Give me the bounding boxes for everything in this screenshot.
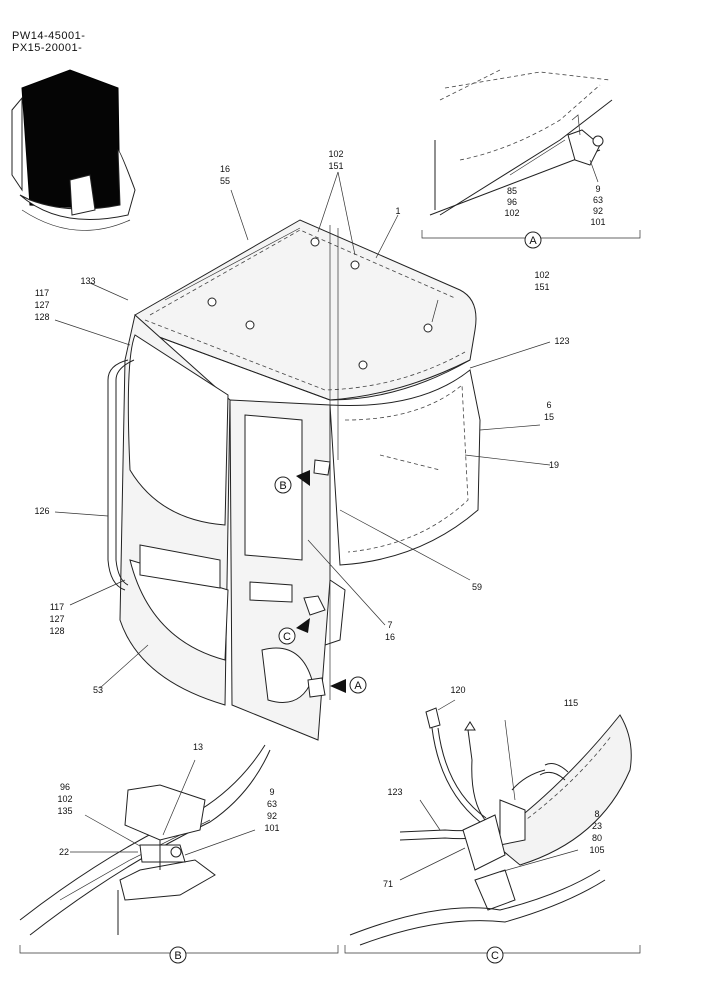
view-b-marker: B bbox=[279, 480, 286, 492]
detail-a-label-85: 85 bbox=[507, 186, 517, 196]
label-102-right: 102 bbox=[534, 270, 549, 280]
detail-b-label-22: 22 bbox=[59, 847, 69, 857]
label-128-bottom: 128 bbox=[49, 626, 64, 636]
detail-a-label-92: 92 bbox=[593, 206, 603, 216]
label-126: 126 bbox=[34, 506, 49, 516]
detail-b-label-13: 13 bbox=[193, 742, 203, 752]
view-c-title: C bbox=[491, 950, 499, 962]
detail-b-label-102: 102 bbox=[57, 794, 72, 804]
detail-c-label-105: 105 bbox=[589, 845, 604, 855]
detail-c-label-8: 8 bbox=[594, 809, 599, 819]
detail-b-label-135: 135 bbox=[57, 806, 72, 816]
model-code-2: PX15-20001- bbox=[12, 42, 83, 54]
machine-thumbnail bbox=[11, 69, 136, 231]
label-128-top: 128 bbox=[34, 312, 49, 322]
label-127-top: 127 bbox=[34, 300, 49, 310]
label-123: 123 bbox=[554, 336, 569, 346]
label-53: 53 bbox=[93, 685, 103, 695]
view-a-marker-main: A bbox=[354, 680, 362, 692]
label-151-right: 151 bbox=[534, 282, 549, 292]
label-117-top: 117 bbox=[35, 288, 49, 298]
detail-a-label-96: 96 bbox=[507, 197, 517, 207]
detail-c-label-23: 23 bbox=[592, 821, 602, 831]
label-16-bottom: 16 bbox=[385, 632, 395, 642]
main-leaders bbox=[54, 171, 551, 689]
view-b-title: B bbox=[174, 950, 181, 962]
detail-b-label-63: 63 bbox=[267, 799, 277, 809]
detail-c-label-123: 123 bbox=[387, 787, 402, 797]
label-15: 15 bbox=[544, 412, 554, 422]
label-151-top: 151 bbox=[328, 161, 343, 171]
detail-b: B 13 96 102 135 22 9 63 92 101 bbox=[19, 742, 339, 964]
detail-a-label-101: 101 bbox=[590, 217, 605, 227]
detail-c-label-115: 115 bbox=[564, 698, 578, 708]
detail-b-label-92: 92 bbox=[267, 811, 277, 821]
label-102-top: 102 bbox=[328, 149, 343, 159]
label-1: 1 bbox=[395, 206, 400, 216]
detail-b-label-96: 96 bbox=[60, 782, 70, 792]
detail-c-label-120: 120 bbox=[450, 685, 465, 695]
label-133: 133 bbox=[80, 276, 95, 286]
label-7: 7 bbox=[387, 620, 392, 630]
label-6: 6 bbox=[546, 400, 551, 410]
view-c-marker: C bbox=[283, 631, 291, 643]
cab-assembly: B C A bbox=[107, 219, 481, 741]
view-a-marker: A bbox=[529, 235, 537, 247]
detail-a: A 85 96 102 9 63 92 101 bbox=[421, 69, 641, 249]
label-127-bottom: 127 bbox=[49, 614, 64, 624]
label-55: 55 bbox=[220, 176, 230, 186]
label-19: 19 bbox=[549, 460, 559, 470]
detail-a-label-9: 9 bbox=[595, 184, 600, 194]
detail-a-label-63: 63 bbox=[593, 195, 603, 205]
detail-a-label-102: 102 bbox=[504, 208, 519, 218]
detail-b-label-101: 101 bbox=[264, 823, 279, 833]
detail-c-label-80: 80 bbox=[592, 833, 602, 843]
detail-c: C 120 115 123 8 23 80 105 71 bbox=[344, 685, 641, 964]
label-117-bottom: 117 bbox=[50, 602, 64, 612]
detail-b-label-9: 9 bbox=[269, 787, 274, 797]
model-code-1: PW14-45001- bbox=[12, 30, 86, 42]
detail-c-label-71: 71 bbox=[383, 879, 393, 889]
label-59: 59 bbox=[472, 582, 482, 592]
label-16: 16 bbox=[220, 164, 230, 174]
